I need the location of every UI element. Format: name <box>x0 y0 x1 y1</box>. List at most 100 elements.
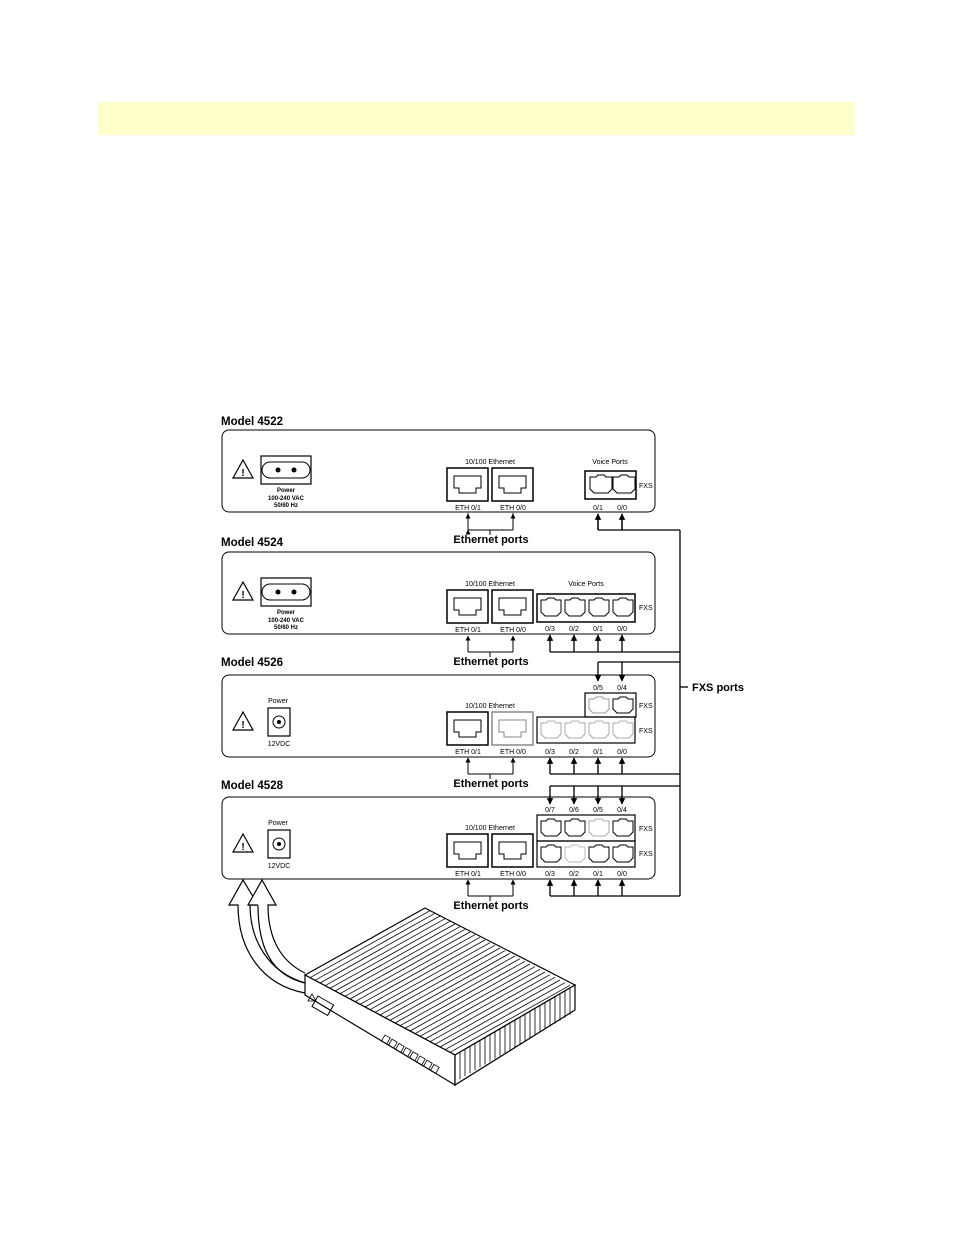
fxs-port-label: 0/0 <box>617 505 627 512</box>
model-4522-title: Model 4522 <box>221 416 283 428</box>
heat-sink-fin <box>329 920 451 989</box>
phone-jack-icon <box>612 844 634 863</box>
ac-power-inlet-icon <box>260 577 312 607</box>
model-4524-panel <box>221 551 656 635</box>
ethernet-ports-callout: Ethernet ports <box>453 778 528 790</box>
heat-sink-fin <box>389 952 511 1021</box>
power-voltage-label: 100-240 VAC <box>268 618 305 624</box>
fxs-port-label: 0/1 <box>593 626 603 633</box>
device-port-icon <box>387 1038 398 1049</box>
svg-text:!: ! <box>241 842 244 853</box>
svg-text:!: ! <box>241 720 244 731</box>
model-4528-title: Model 4528 <box>221 780 284 792</box>
model-4522-panel <box>221 429 656 513</box>
heat-sink-fin <box>414 966 536 1035</box>
ethernet-ports-callout: Ethernet ports <box>453 900 528 912</box>
heat-sink-fin <box>399 958 521 1027</box>
power-frequency-label: 50/60 Hz <box>274 503 298 509</box>
fxs-port-label: 0/2 <box>569 749 579 756</box>
phone-jack-icon <box>564 844 586 863</box>
fxs-port-label: 0/0 <box>617 871 627 878</box>
ethernet-jack-icon <box>446 711 489 746</box>
warning-triangle-icon: ! <box>231 710 255 731</box>
eth-0-0-label: ETH 0/0 <box>500 749 526 756</box>
model-4524-title: Model 4524 <box>221 537 284 549</box>
fxs-label: FXS <box>639 826 653 833</box>
heat-sink-fin <box>349 931 471 1000</box>
section-header-band <box>98 102 855 135</box>
svg-text:!: ! <box>241 468 244 479</box>
heat-sink-fin <box>344 928 466 997</box>
ethernet-jack-icon <box>491 711 534 746</box>
heat-sink-fin <box>359 936 481 1005</box>
fxs-port-label: 0/5 <box>593 807 603 814</box>
ethernet-header-label: 10/100 Ethernet <box>465 825 515 832</box>
ethernet-jack-icon <box>446 589 489 624</box>
fxs-port-label: 0/0 <box>617 626 627 633</box>
heat-sink-fin <box>339 926 461 995</box>
fxs-port-label: 0/7 <box>545 807 555 814</box>
fxs-port-label: 0/3 <box>545 749 555 756</box>
heat-sink-fin <box>404 960 526 1029</box>
fxs-port-label: 0/2 <box>569 871 579 878</box>
heat-sink-fin <box>429 974 551 1043</box>
power-dc-label: 12VDC <box>268 741 291 748</box>
model-4526-panel <box>221 674 656 758</box>
fxs-port-block <box>536 593 636 623</box>
ethernet-jack-icon <box>446 833 489 868</box>
heat-sink-fin <box>419 968 541 1037</box>
voice-ports-label: Voice Ports <box>592 459 628 466</box>
phone-jack-icon <box>588 818 610 837</box>
ethernet-jack-icon <box>491 589 534 624</box>
fxs-port-label: 0/5 <box>593 685 603 692</box>
heat-sink-fin <box>354 934 476 1003</box>
warning-triangle-icon: ! <box>231 458 255 479</box>
heat-sink-fin <box>364 939 486 1008</box>
warning-triangle-icon: ! <box>231 580 255 601</box>
heat-sink-fin <box>449 984 571 1053</box>
eth-0-0-label: ETH 0/0 <box>500 627 526 634</box>
power-label: Power <box>268 820 289 827</box>
ethernet-jack-icon <box>446 467 489 502</box>
heat-sink-fin <box>314 912 436 981</box>
fxs-port-label: 0/1 <box>593 871 603 878</box>
power-label: Power <box>268 698 289 705</box>
heat-sink-fin <box>384 950 506 1019</box>
dc-power-jack-icon <box>267 829 291 859</box>
ethernet-jack-icon <box>491 833 534 868</box>
ethernet-header-label: 10/100 Ethernet <box>465 459 515 466</box>
heat-sink-fin <box>394 955 516 1024</box>
eth-0-0-label: ETH 0/0 <box>500 871 526 878</box>
eth-0-1-label: ETH 0/1 <box>455 871 481 878</box>
power-voltage-label: 100-240 VAC <box>268 496 305 502</box>
heat-sink-fin <box>439 979 561 1048</box>
ethernet-header-label: 10/100 Ethernet <box>465 581 515 588</box>
power-label: Power <box>277 488 296 494</box>
heat-sink-fin <box>324 918 446 987</box>
phone-jack-icon <box>564 818 586 837</box>
eth-0-1-label: ETH 0/1 <box>455 505 481 512</box>
device-port-icon <box>422 1059 433 1070</box>
model-4528-panel <box>221 796 656 880</box>
heat-sink-fin <box>309 910 431 979</box>
fxs-port-label: 0/2 <box>569 626 579 633</box>
pointer-arrow <box>227 878 306 994</box>
phone-jack-icon <box>588 696 610 714</box>
heat-sink-fin <box>409 963 531 1032</box>
fxs-port-label: 0/3 <box>545 626 555 633</box>
ethernet-header-label: 10/100 Ethernet <box>465 703 515 710</box>
heat-sink-fin <box>334 923 456 992</box>
phone-jack-icon <box>612 720 634 739</box>
dc-power-jack-icon <box>267 707 291 737</box>
fxs-port-label: 0/1 <box>593 749 603 756</box>
fxs-port-label: 0/4 <box>617 807 627 814</box>
heat-sink-fin <box>319 915 441 984</box>
phone-jack-icon <box>612 696 634 714</box>
phone-jack-icon <box>588 720 610 739</box>
device-port-icon <box>415 1055 426 1066</box>
phone-jack-icon <box>564 597 586 617</box>
ac-power-inlet-icon <box>260 455 312 485</box>
device-port-icon <box>408 1051 419 1062</box>
power-frequency-label: 50/60 Hz <box>274 625 298 631</box>
heat-sink-fin <box>374 944 496 1013</box>
